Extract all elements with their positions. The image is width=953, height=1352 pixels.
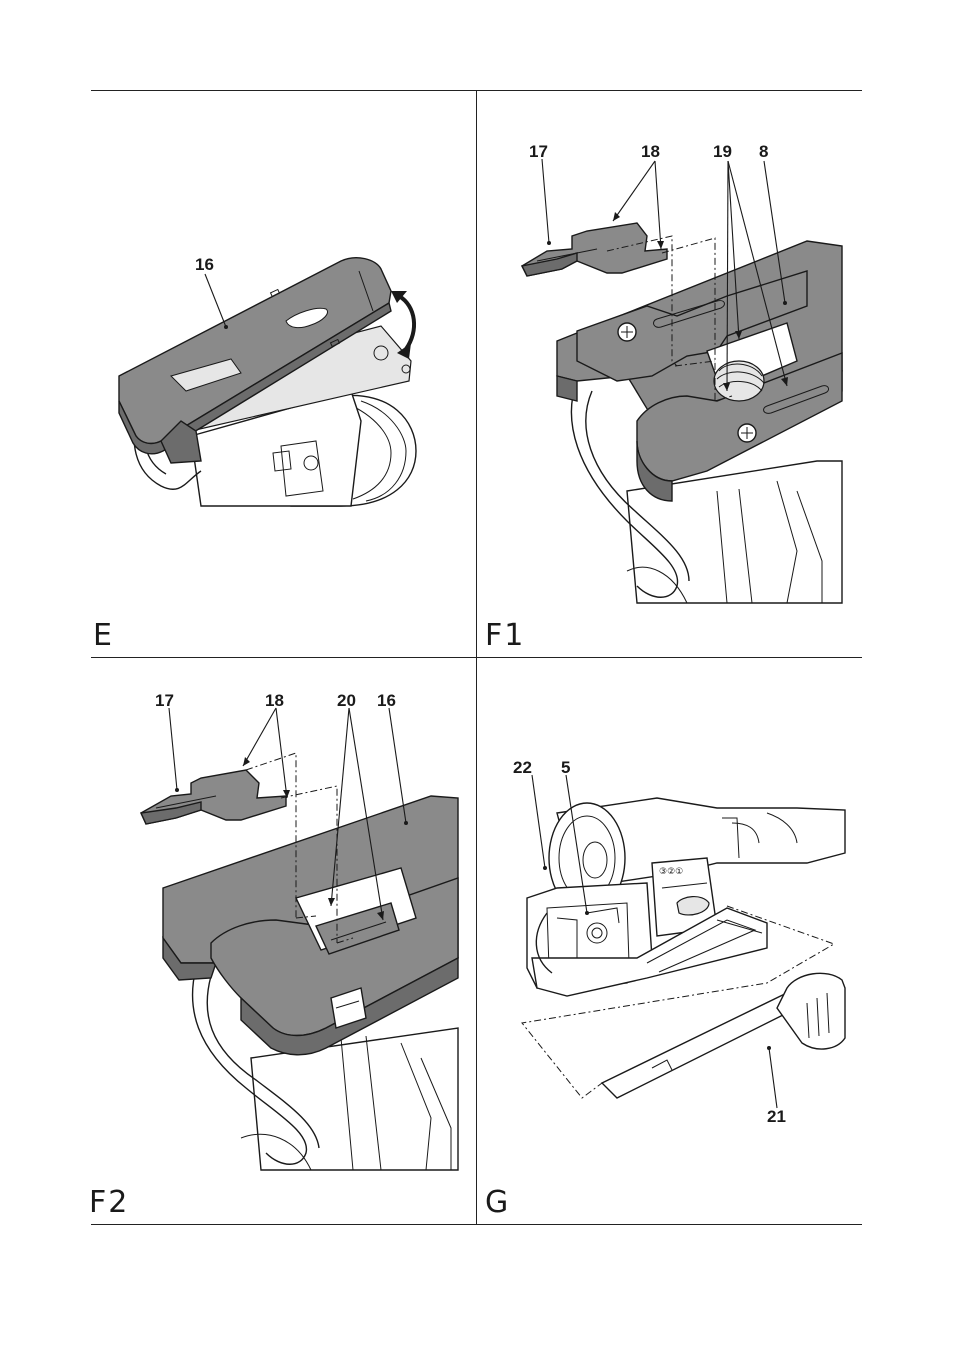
figure-letter-f1: F1 <box>485 621 525 651</box>
figure-e: 16 E <box>91 91 476 657</box>
figure-f2: 17 18 20 16 F2 <box>91 658 476 1224</box>
callout-17: 17 <box>155 691 174 710</box>
anti-splinter-insert-illustration: 17 18 20 16 <box>91 658 476 1224</box>
anti-splinter-insert-illustration: 17 18 19 8 <box>477 91 862 657</box>
figure-f1: 17 18 19 8 F1 <box>477 91 862 657</box>
callout-16: 16 <box>195 255 214 274</box>
callout-5: 5 <box>561 758 570 777</box>
figure-letter-e: E <box>93 621 114 651</box>
figure-letter-f2: F2 <box>89 1188 129 1218</box>
callout-18: 18 <box>265 691 284 710</box>
callout-19: 19 <box>713 142 732 161</box>
callout-8: 8 <box>759 142 768 161</box>
bottom-rule <box>91 1224 862 1225</box>
callout-21: 21 <box>767 1107 786 1126</box>
figure-letter-g: G <box>485 1188 510 1218</box>
figure-g: ③②① 22 5 21 G <box>477 658 862 1224</box>
dust-extraction-adapter-illustration: ③②① 22 5 21 <box>477 658 862 1224</box>
callout-18: 18 <box>641 142 660 161</box>
callout-20: 20 <box>337 691 356 710</box>
jigsaw-illustration: 16 <box>91 91 476 657</box>
svg-text:③②①: ③②① <box>659 867 683 877</box>
callout-17: 17 <box>529 142 548 161</box>
callout-16: 16 <box>377 691 396 710</box>
callout-22: 22 <box>513 758 532 777</box>
